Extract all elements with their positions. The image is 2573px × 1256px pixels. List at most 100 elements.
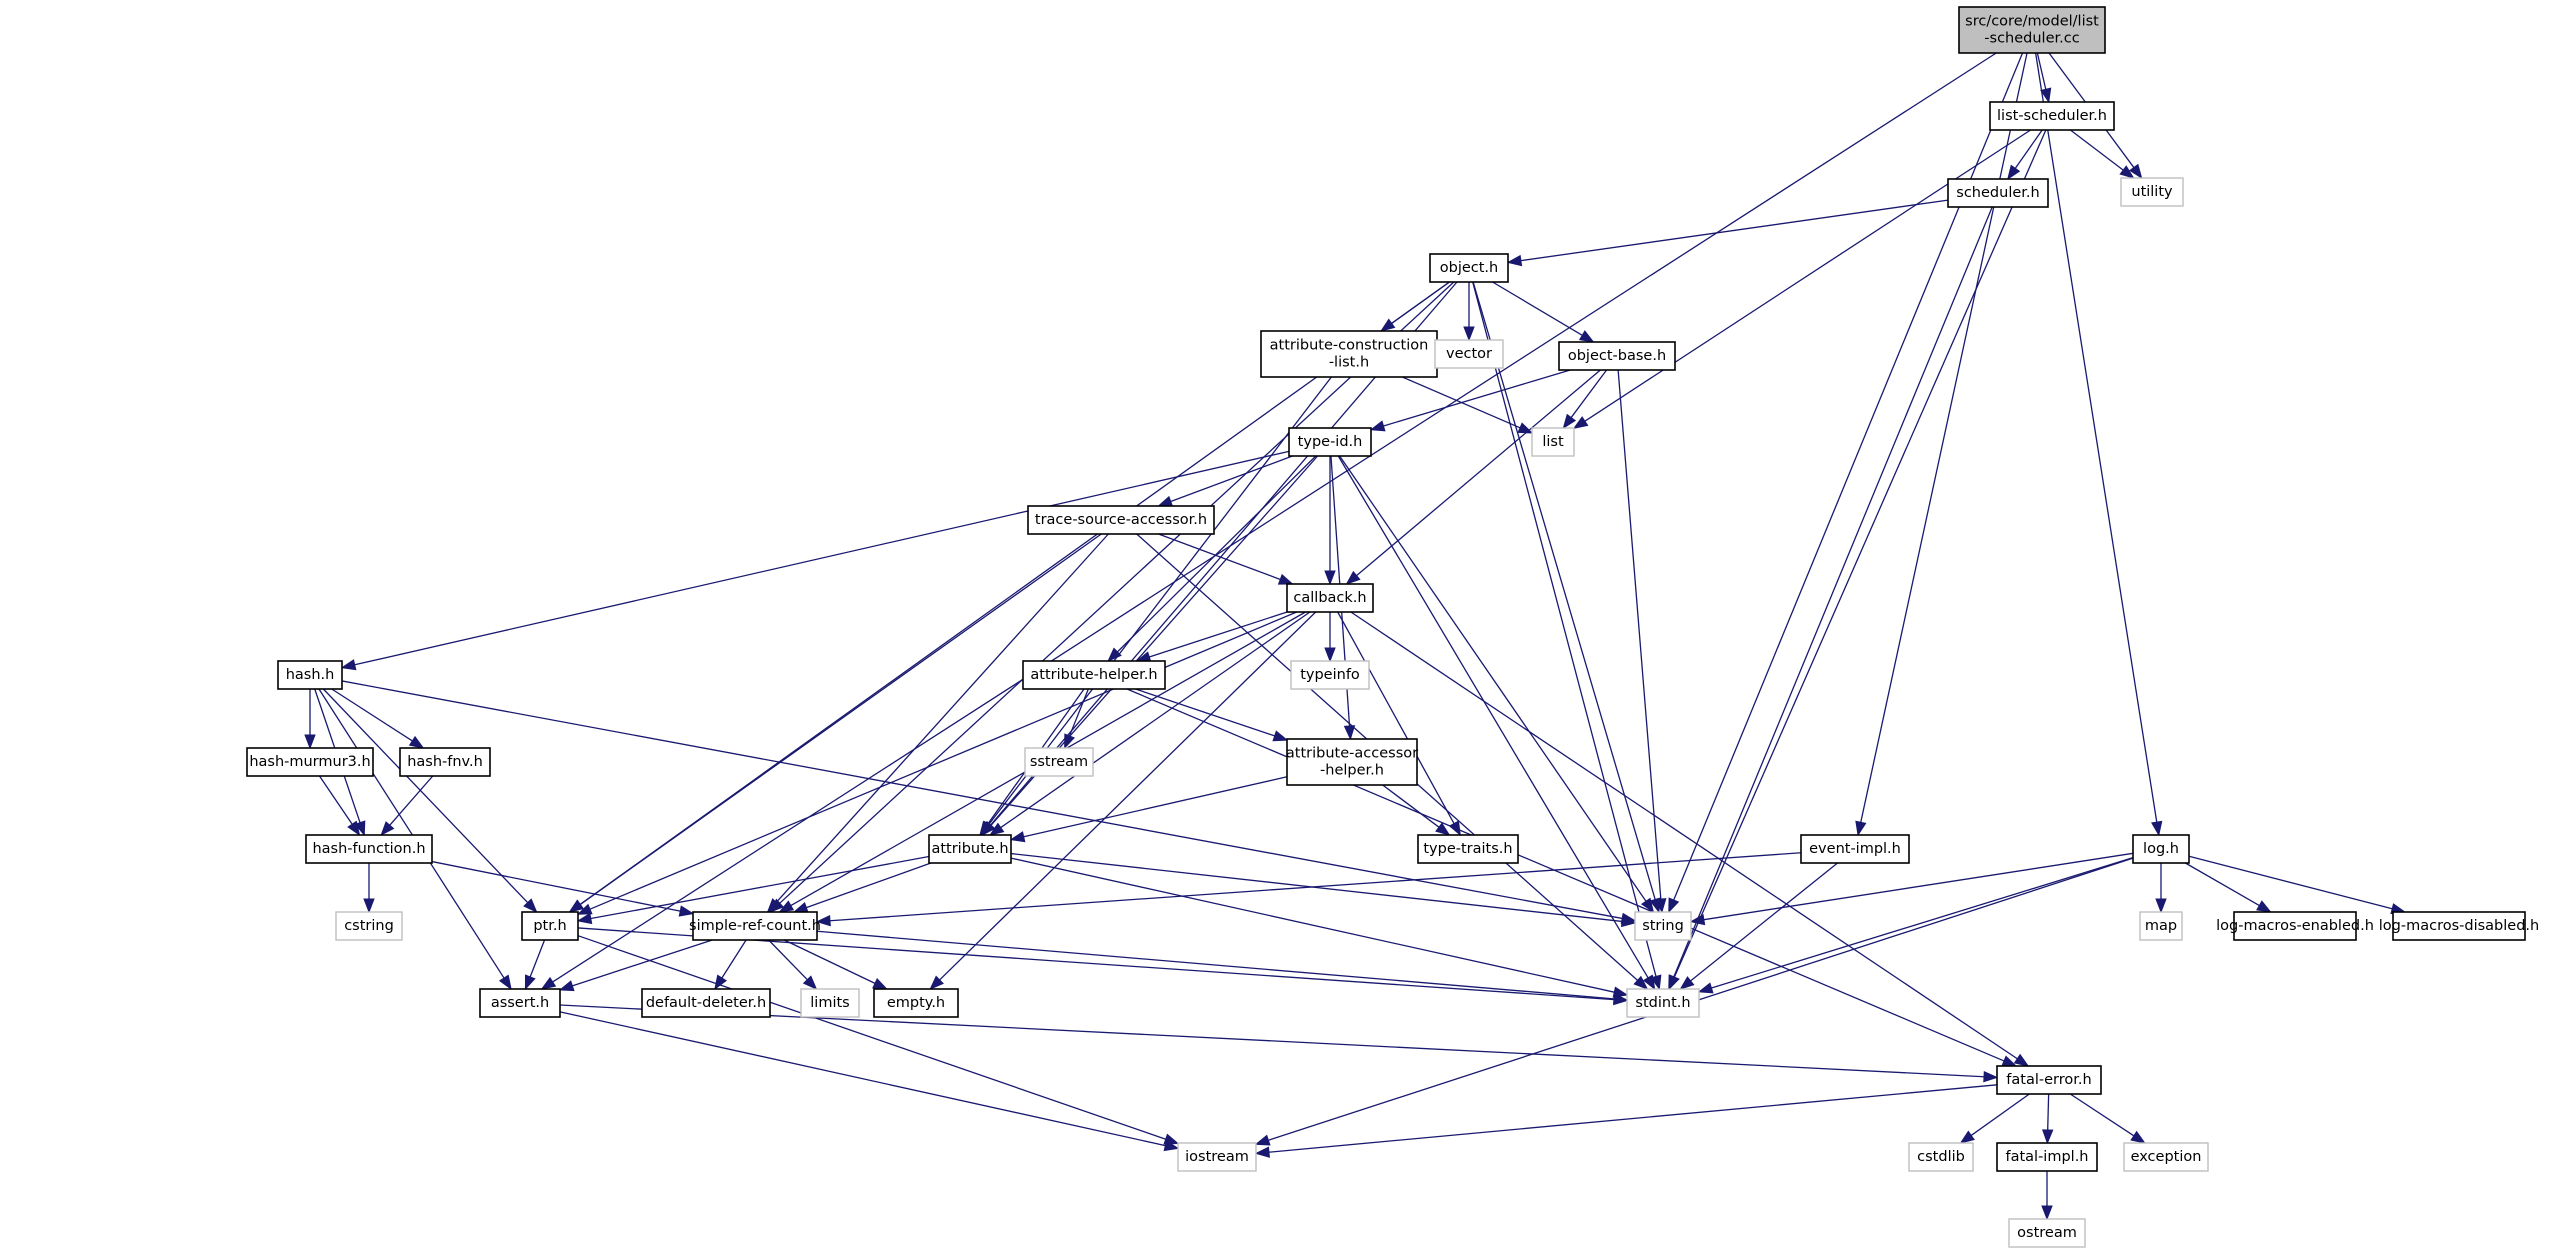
- node-label: cstring: [344, 918, 394, 934]
- node-log-dis[interactable]: log-macros-disabled.h: [2379, 911, 2539, 941]
- node-trace-src[interactable]: trace-source-accessor.h: [1027, 505, 1215, 535]
- node-type-traits[interactable]: type-traits.h: [1417, 834, 1519, 864]
- node-box: [399, 747, 491, 777]
- node-list-scheduler-h[interactable]: list-scheduler.h: [1989, 101, 2115, 131]
- node-object-h[interactable]: object.h: [1429, 253, 1509, 283]
- arrowhead-icon: [576, 912, 593, 925]
- edge-attr_constr-to-list: [1402, 376, 1534, 434]
- node-log-en[interactable]: log-macros-enabled.h: [2216, 911, 2374, 941]
- arrowhead-icon: [1668, 897, 1680, 914]
- edge-line: [1860, 52, 2028, 823]
- edge-line: [2188, 855, 2393, 910]
- node-object-base-h[interactable]: object-base.h: [1558, 341, 1676, 371]
- arrowhead-icon: [766, 898, 781, 914]
- node-fatal-error[interactable]: fatal-error.h: [1996, 1065, 2102, 1095]
- arrowhead-icon: [1613, 993, 1629, 1005]
- edge-callback_h-to-typeinfo: [1324, 612, 1336, 663]
- node-box: [1947, 178, 2049, 208]
- arrowhead-icon: [2001, 1055, 2018, 1067]
- node-attr-constr[interactable]: attribute-construction-list.h: [1260, 330, 1438, 378]
- edge-line: [2014, 129, 2043, 169]
- edge-simple_ref-to-limits: [768, 939, 818, 990]
- node-box: [2233, 911, 2357, 941]
- edge-log_h-to-log_en: [2185, 862, 2272, 913]
- node-label: log.h: [2143, 841, 2179, 857]
- node-attr-accessor[interactable]: attribute-accessor-helper.h: [1286, 738, 1418, 786]
- edge-list_scheduler_h-to-list: [1572, 129, 2031, 430]
- edge-simple_ref-to-empty_h: [783, 939, 888, 990]
- node-log-h[interactable]: log.h: [2132, 834, 2190, 864]
- node-cstring: cstring: [335, 911, 403, 941]
- arrowhead-icon: [1324, 647, 1336, 663]
- node-event-impl[interactable]: event-impl.h: [1800, 834, 1910, 864]
- node-hash-function[interactable]: hash-function.h: [305, 834, 433, 864]
- arrowhead-icon: [1369, 420, 1386, 432]
- edge-root-to-log_h: [2034, 52, 2163, 837]
- node-root[interactable]: src/core/model/list-scheduler.cc: [1958, 6, 2106, 54]
- edge-line: [559, 1004, 1985, 1078]
- edge-line: [1711, 857, 2134, 989]
- arrowhead-icon: [988, 822, 1005, 836]
- node-box: [305, 834, 433, 864]
- node-box: [1634, 911, 1692, 941]
- node-label: list: [1542, 434, 1564, 450]
- edge-callback_h-to-attribute_h: [988, 611, 1311, 836]
- edge-object_base_h-to-type_id_h: [1369, 369, 1571, 432]
- node-attribute-h[interactable]: attribute.h: [928, 834, 1012, 864]
- node-box: [1908, 1142, 1974, 1172]
- arrowhead-icon: [1668, 974, 1680, 991]
- node-hash-murmur[interactable]: hash-murmur3.h: [246, 747, 374, 777]
- edge-line: [1356, 369, 1601, 577]
- edge-type_id_h-to-string: [1339, 455, 1655, 914]
- node-label: exception: [2131, 1149, 2202, 1165]
- edge-line: [2069, 1093, 2135, 1137]
- node-default-del[interactable]: default-deleter.h: [641, 988, 771, 1018]
- edge-callback_h-to-empty_h: [929, 611, 1317, 990]
- edge-log_h-to-stdint: [1697, 857, 2134, 994]
- node-ostream: ostream: [2008, 1218, 2086, 1248]
- edge-root-to-event_impl: [1855, 52, 2028, 837]
- edge-line: [1149, 611, 1288, 658]
- node-fatal-impl[interactable]: fatal-impl.h: [1996, 1142, 2098, 1172]
- edge-line: [529, 939, 546, 978]
- edge-list_scheduler_h-to-scheduler_h: [2007, 129, 2043, 181]
- node-label: fatal-error.h: [2006, 1072, 2091, 1088]
- node-attr-helper[interactable]: attribute-helper.h: [1022, 660, 1166, 690]
- edge-line: [1970, 1093, 2030, 1136]
- edge-log_h-to-string: [1689, 852, 2134, 926]
- arrowhead-icon: [872, 978, 888, 990]
- edge-line: [1010, 852, 1623, 923]
- node-label: object.h: [1440, 260, 1498, 276]
- node-label: typeinfo: [1300, 667, 1360, 683]
- node-label: hash-fnv.h: [407, 754, 483, 770]
- edge-line: [1472, 281, 1656, 900]
- node-hash-fnv[interactable]: hash-fnv.h: [399, 747, 491, 777]
- node-empty-h[interactable]: empty.h: [873, 988, 959, 1018]
- arrowhead-icon: [380, 821, 395, 837]
- node-box: [873, 988, 959, 1018]
- node-hash-h[interactable]: hash.h: [277, 660, 343, 690]
- node-label: trace-source-accessor.h: [1035, 512, 1207, 528]
- arrowhead-icon: [1064, 733, 1075, 750]
- edge-fatal_error-to-iostream: [1254, 1084, 1998, 1158]
- arrowhead-icon: [2130, 1130, 2146, 1144]
- node-box: [335, 911, 403, 941]
- node-box: [2008, 1218, 2086, 1248]
- node-cstdlib: cstdlib: [1908, 1142, 1974, 1172]
- node-callback-h[interactable]: callback.h: [1286, 583, 1374, 613]
- arrowhead-icon: [2041, 1205, 2053, 1221]
- edge-callback_h-to-attr_helper: [1135, 611, 1288, 663]
- arrowhead-icon: [2119, 165, 2135, 179]
- node-label: simple-ref-count.h: [689, 918, 821, 934]
- node-ptr-h[interactable]: ptr.h: [521, 911, 579, 941]
- arrowhead-icon: [558, 980, 575, 992]
- node-sstream: sstream: [1024, 747, 1094, 777]
- node-scheduler-h[interactable]: scheduler.h: [1947, 178, 2049, 208]
- edge-log_h-to-iostream: [1254, 857, 2134, 1146]
- arrowhead-icon: [2040, 87, 2052, 104]
- node-simple-ref[interactable]: simple-ref-count.h: [689, 911, 821, 941]
- edge-line: [322, 688, 529, 904]
- node-type-id-h[interactable]: type-id.h: [1288, 427, 1372, 457]
- arrowhead-icon: [979, 820, 993, 837]
- node-assert-h[interactable]: assert.h: [479, 988, 561, 1018]
